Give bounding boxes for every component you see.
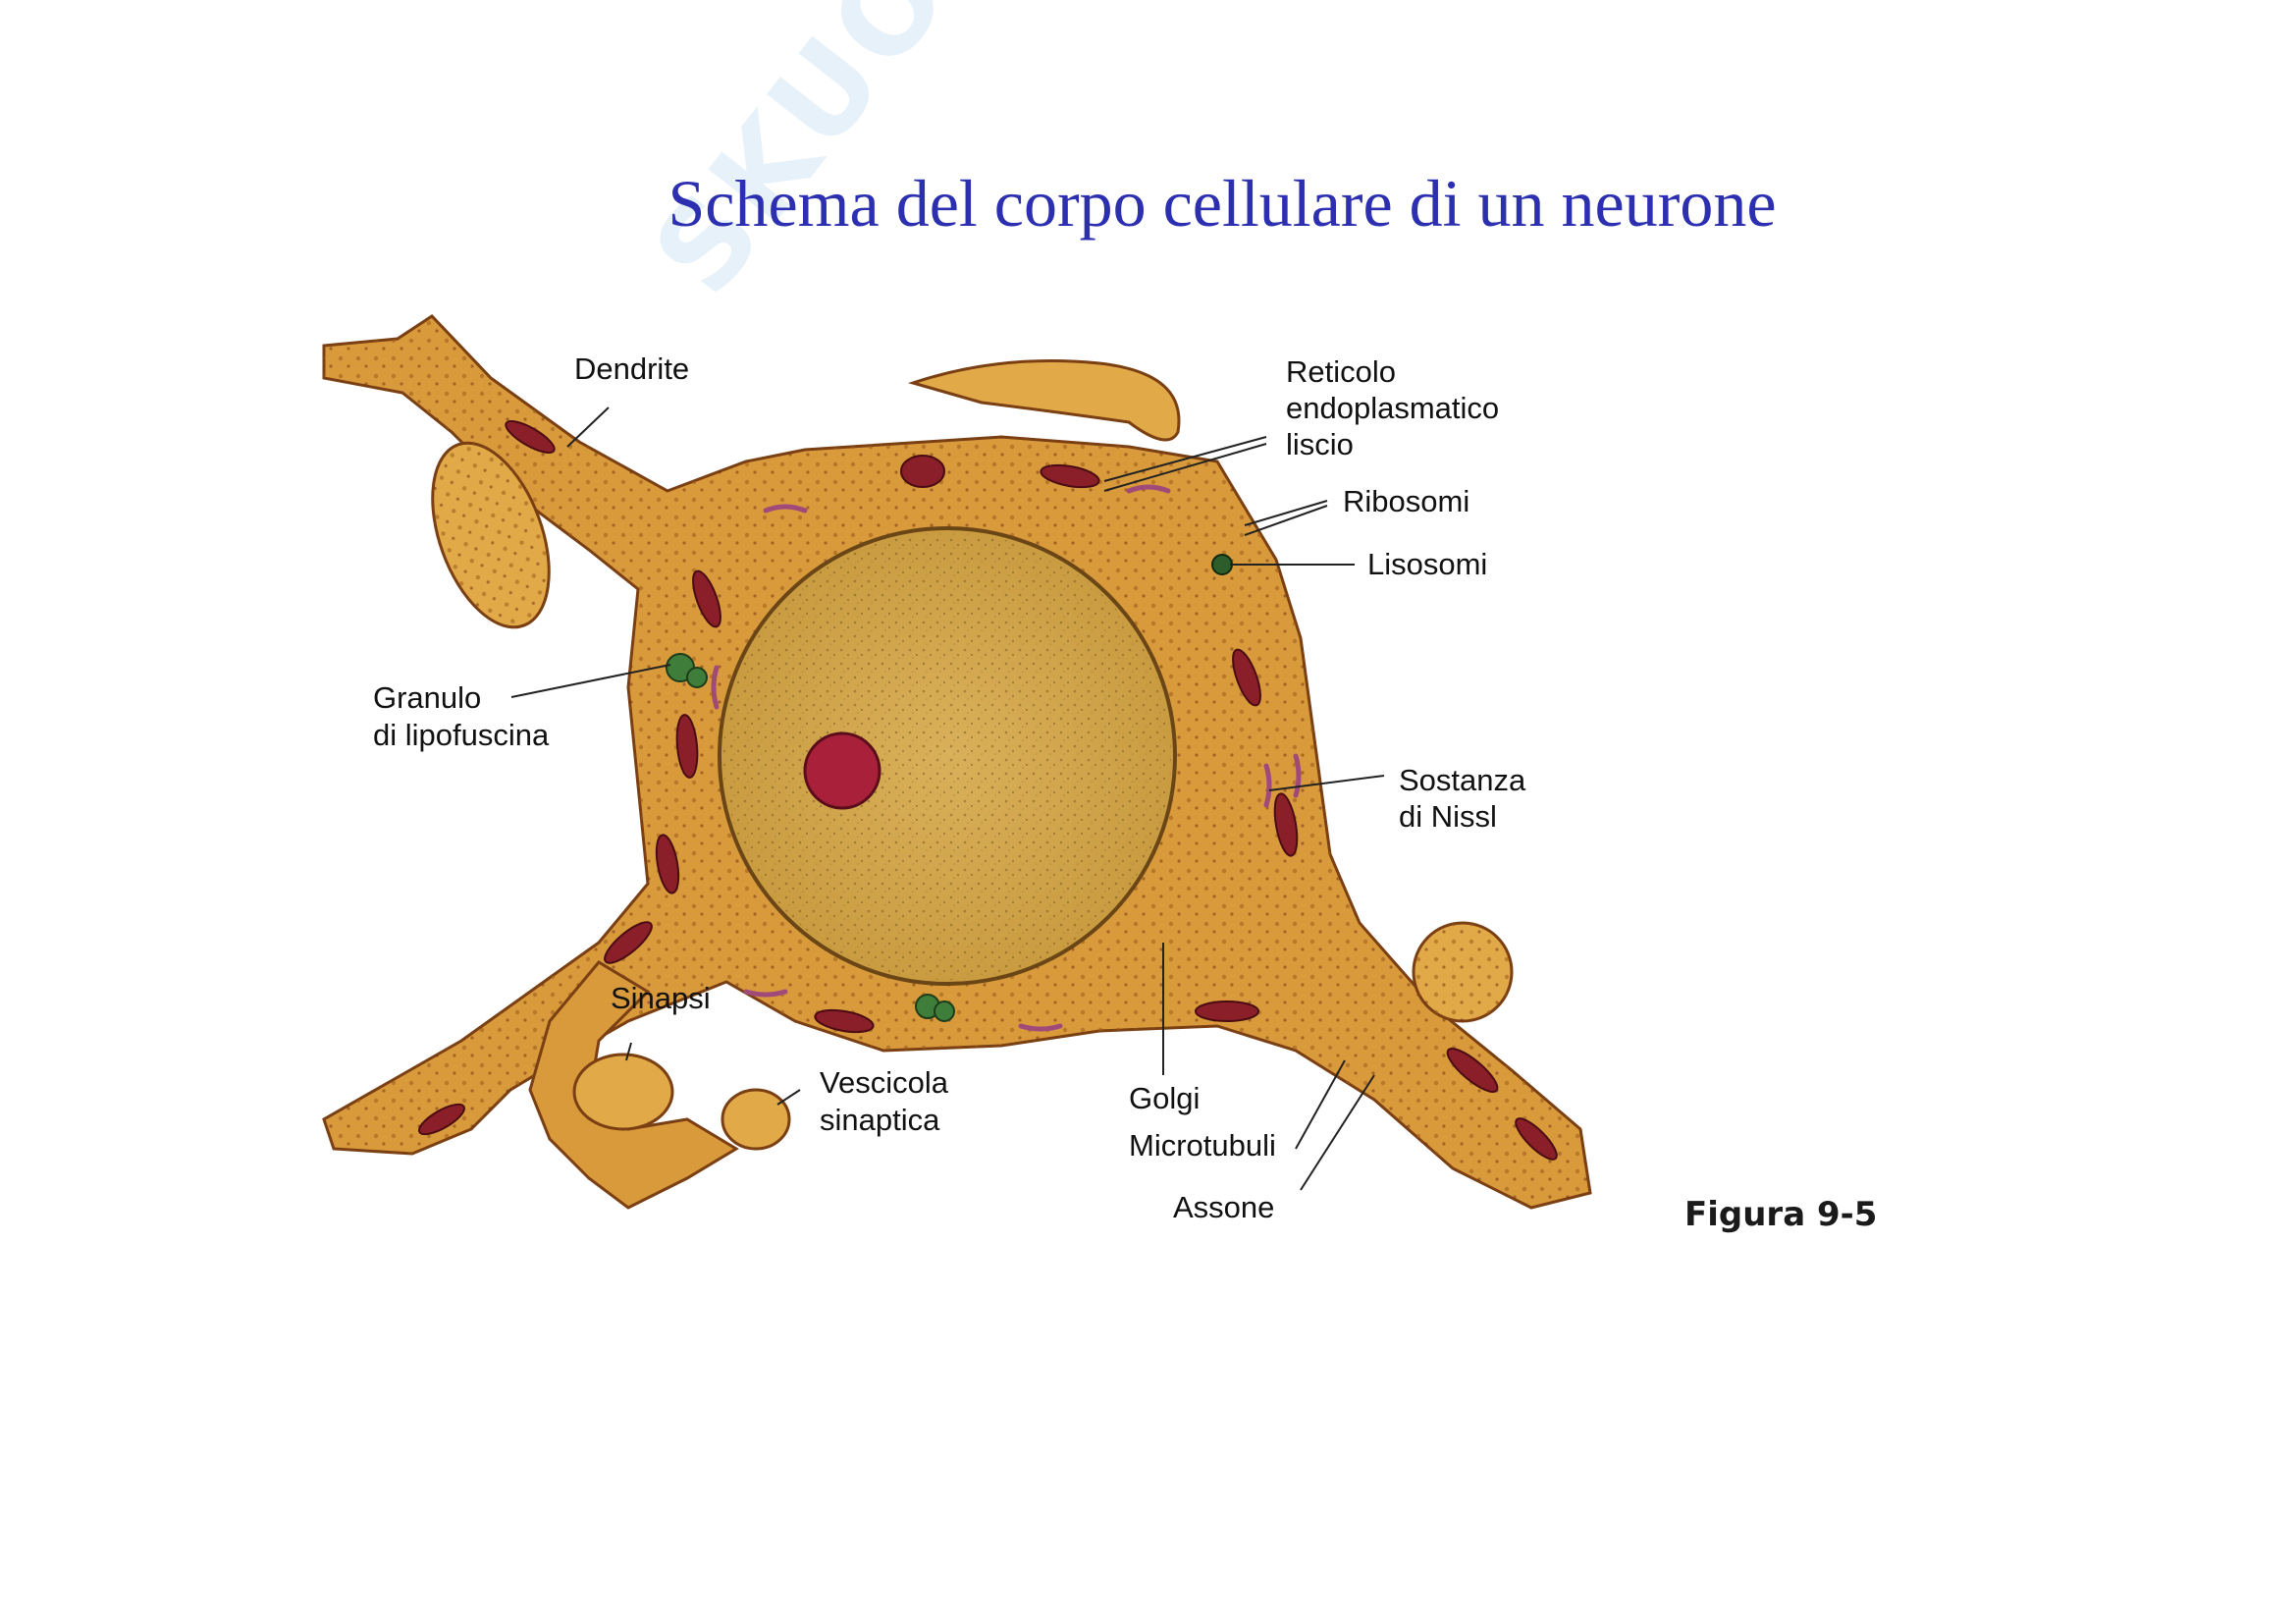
label-reticolo-line2: endoplasmatico bbox=[1286, 390, 1499, 427]
label-dendrite: Dendrite bbox=[574, 351, 689, 388]
label-vescicola-line2: sinaptica bbox=[820, 1102, 939, 1139]
label-granulo-line2: di lipofuscina bbox=[373, 717, 549, 754]
nucleolus bbox=[805, 733, 880, 808]
label-reticolo-line1: Reticolo bbox=[1286, 353, 1396, 391]
figure-caption: Figura 9-5 bbox=[1684, 1195, 1877, 1234]
label-granulo-line1: Granulo bbox=[373, 679, 481, 717]
label-sostanza-line1: Sostanza bbox=[1399, 762, 1525, 799]
label-sinapsi: Sinapsi bbox=[611, 980, 711, 1017]
label-ribosomi: Ribosomi bbox=[1343, 483, 1469, 520]
label-golgi: Golgi bbox=[1129, 1080, 1200, 1117]
label-lisosomi: Lisosomi bbox=[1367, 546, 1487, 583]
lysosome bbox=[1212, 555, 1232, 574]
label-sostanza-line2: di Nissl bbox=[1399, 798, 1497, 836]
label-microtubuli: Microtubuli bbox=[1129, 1127, 1276, 1164]
label-reticolo-line3: liscio bbox=[1286, 426, 1354, 463]
label-vescicola-line1: Vescicola bbox=[820, 1064, 948, 1102]
label-assone: Assone bbox=[1173, 1189, 1274, 1226]
